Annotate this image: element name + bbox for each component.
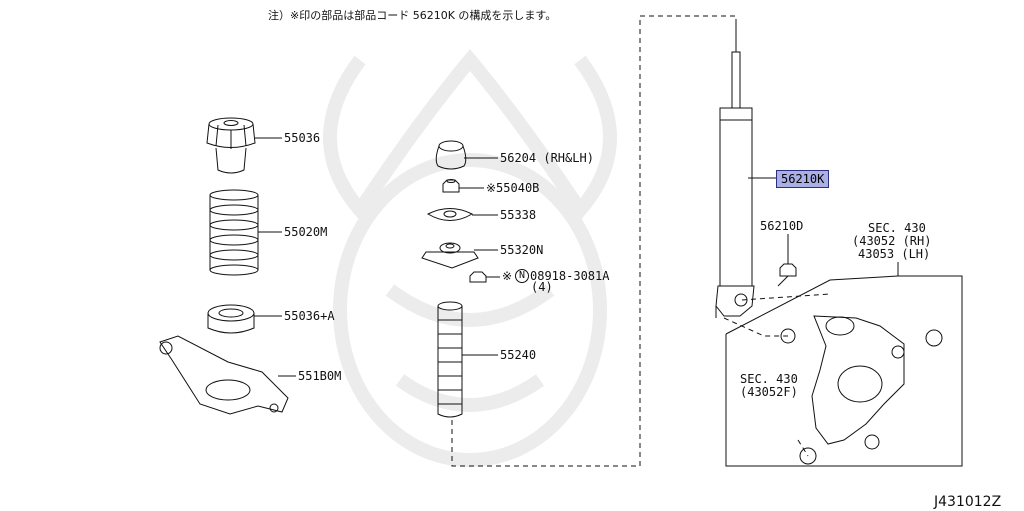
- part-56210K-shape: [715, 22, 755, 318]
- label-sec430-f-2: (43052F): [740, 385, 798, 399]
- label-56204[interactable]: 56204 (RH&LH): [500, 151, 594, 165]
- label-sec430-main-1[interactable]: SEC. 430: [868, 221, 926, 235]
- label-551B0M[interactable]: 551B0M: [298, 369, 342, 383]
- part-55020M-shape: [209, 189, 259, 276]
- label-sec430-f-1[interactable]: SEC. 430: [740, 372, 798, 386]
- leader-lines: [254, 137, 899, 377]
- part-55320N-shape: [421, 242, 479, 269]
- group-brackets: [451, 15, 831, 467]
- label-55240[interactable]: 55240: [500, 348, 537, 362]
- label-55320N[interactable]: 55320N: [500, 243, 544, 257]
- label-sec430-main-2: (43052 (RH): [852, 234, 932, 248]
- label-55036A[interactable]: 55036+A: [284, 309, 335, 323]
- header-note: 注）※印の部品は部品コード 56210K の構成を示します。: [268, 9, 557, 22]
- label-55020M[interactable]: 55020M: [284, 225, 328, 239]
- label-55338[interactable]: 55338: [500, 208, 537, 222]
- part-08918-shape: [469, 271, 487, 283]
- part-55036A-shape: [207, 304, 255, 334]
- label-56210D[interactable]: 56210D: [760, 219, 804, 233]
- label-08918-mark: ※: [502, 269, 513, 283]
- sec430-box: [725, 275, 963, 467]
- label-55040B[interactable]: ※55040B: [486, 181, 540, 195]
- part-56210D-shape: [777, 263, 797, 287]
- figure-id: J431012Z: [934, 494, 1002, 510]
- watermark-logo: [323, 49, 617, 467]
- part-55240-shape: [437, 301, 463, 418]
- label-08918[interactable]: 08918-3081A: [530, 269, 610, 283]
- label-56210K-highlighted[interactable]: 56210K: [776, 170, 830, 188]
- label-55036[interactable]: 55036: [284, 131, 321, 145]
- part-55040B-shape: [442, 179, 460, 193]
- label-08918-circle: N: [515, 269, 529, 283]
- label-sec430-main-3: 43053 (LH): [858, 247, 931, 261]
- part-55036-shape: [206, 117, 256, 174]
- label-08918-qty: (4): [531, 280, 553, 294]
- part-55338-shape: [426, 208, 474, 221]
- knuckle-shape: [780, 315, 943, 465]
- part-551B0M-shape: [159, 335, 289, 415]
